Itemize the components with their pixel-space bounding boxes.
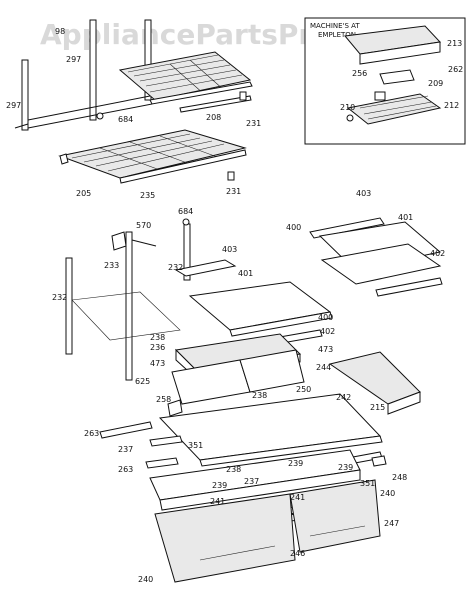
upper-shelf-assembly [14,19,253,184]
callout-625: 625 [135,377,150,386]
callout-236: 236 [150,343,165,352]
callouts-top: 98 297 297 684 208 231 205 235 231 [6,27,261,200]
inset-part-262 [379,69,415,85]
rail-263b [145,457,179,469]
shelf-trim-402b [375,277,443,297]
screw-684 [96,112,104,120]
callout-256: 256 [352,69,367,78]
callout-684b: 684 [178,207,193,216]
callout-238c: 238 [226,465,241,474]
callout-570: 570 [136,221,151,230]
callout-402a: 402 [430,249,445,258]
callout-240b: 240 [138,575,153,584]
callout-239c: 239 [338,463,353,472]
shelf-trim-400 [229,311,333,337]
callout-402b: 402 [320,327,335,336]
callout-212: 212 [444,101,459,110]
middle-assembly [65,217,443,415]
callout-250: 250 [296,385,311,394]
shelf-trim-208 [149,81,253,105]
side-rail-232 [65,257,73,355]
callouts-middle: 684 570 233 232 232 403 401 403 401 400 … [52,189,445,412]
callout-400a: 400 [286,223,301,232]
callout-248: 248 [392,473,407,482]
callout-215: 215 [370,403,385,412]
callout-238a: 238 [150,333,165,342]
callout-239a: 239 [288,459,303,468]
callout-209: 209 [428,79,443,88]
callout-240a: 240 [380,489,395,498]
inset-part-209 [374,91,386,101]
callout-297a: 297 [66,55,81,64]
callout-244: 244 [316,363,331,372]
shelf-trim-lower [179,95,252,113]
callout-231b: 231 [226,187,241,196]
callout-473b: 473 [318,345,333,354]
screw-684b [182,218,190,226]
inset-title-1: MACHINE'S AT [310,22,360,30]
callout-237b: 237 [244,477,259,486]
callout-473a: 473 [150,359,165,368]
callout-232b: 232 [52,293,67,302]
callout-235: 235 [140,191,155,200]
bracket-233 [111,231,127,251]
callout-263b: 263 [118,465,133,474]
callout-403a: 403 [222,245,237,254]
clip-258 [167,399,183,417]
callout-400b: 400 [318,313,333,322]
shelf-trim-235 [119,149,247,184]
callout-208: 208 [206,113,221,122]
callout-233: 233 [104,261,119,270]
crisper-drawer-right-247 [289,479,381,553]
callout-210: 210 [340,103,355,112]
callout-403b: 403 [356,189,371,198]
ice-maker-inset: MACHINE'S AT EMPLETON 213 256 262 209 21… [304,17,466,145]
callout-401b: 401 [398,213,413,222]
inset-screw-210 [346,114,354,122]
rail-left [21,59,29,131]
callouts-bottom: 258 242 263 237 263 351 238 239 239 237 … [84,343,407,584]
top-wire-shelf [118,51,252,101]
callout-246: 246 [290,549,305,558]
shelf-trim-403 [174,259,237,277]
rail-mid [89,19,97,121]
callout-241b: 241 [290,493,305,502]
glass-shelf-401 [188,281,332,331]
callout-297b: 297 [6,101,21,110]
callout-262: 262 [448,65,463,74]
callout-239b: 239 [212,481,227,490]
callout-231a: 231 [246,119,261,128]
callout-238b: 238 [252,391,267,400]
callout-232a: 232 [168,263,183,272]
callout-242: 242 [336,393,351,402]
callout-247: 247 [384,519,399,528]
callout-213: 213 [447,39,462,48]
crisper-drawer-left-240 [154,493,296,583]
callout-205: 205 [76,189,91,198]
callout-241a: 241 [210,497,225,506]
crisper-assembly [99,393,387,583]
rail-263 [99,421,153,439]
callout-401a: 401 [238,269,253,278]
callout-351b: 351 [360,479,375,488]
rail-237 [149,435,183,447]
callout-263a: 263 [84,429,99,438]
inset-title-2: EMPLETON [318,31,356,39]
callout-237a: 237 [118,445,133,454]
clip-231b [227,171,235,181]
shelf-trim-403b [309,217,385,239]
callout-351a: 351 [188,441,203,450]
vertical-rail-625 [125,231,133,381]
callout-258: 258 [156,395,171,404]
callout-684a: 684 [118,115,133,124]
clip-231a [239,91,247,101]
callout-98: 98 [55,27,65,36]
glass-shelf-lower-right [320,243,442,285]
clip-248 [371,455,387,467]
